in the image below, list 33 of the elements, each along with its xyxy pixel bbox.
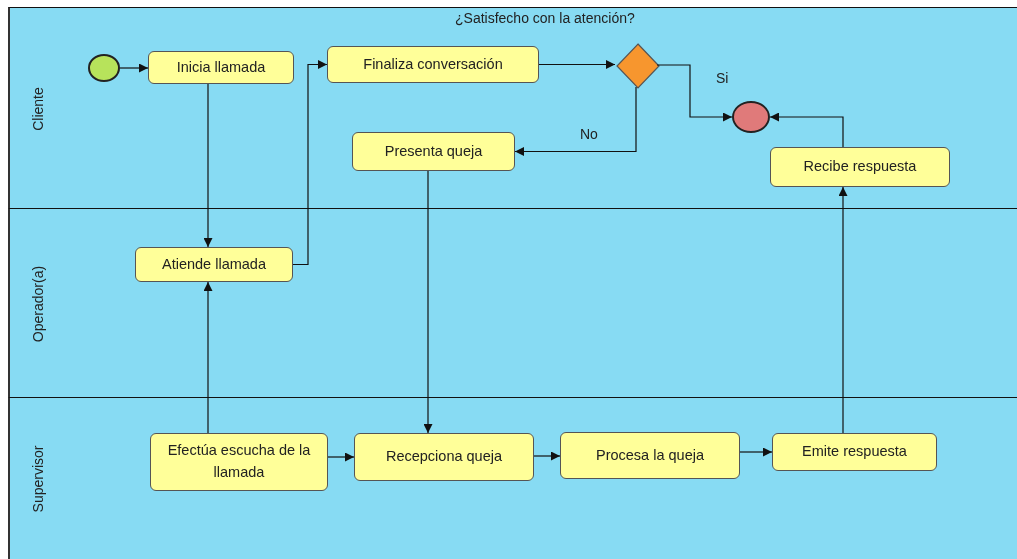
lane-label: Cliente	[30, 86, 46, 131]
task-box: Atiende llamada	[135, 247, 293, 282]
decision-question: ¿Satisfecho con la atención?	[455, 10, 635, 26]
arrow	[423, 170, 433, 434]
start-event-circle	[88, 54, 120, 82]
end-event-circle	[732, 101, 770, 133]
task-box: Recibe respuesta	[770, 147, 950, 187]
arrow	[119, 63, 149, 73]
task-box: Recepciona queja	[354, 433, 534, 481]
edge-label: Si	[714, 70, 731, 86]
lane-label: Operador(a)	[30, 265, 46, 342]
arrow	[769, 112, 844, 148]
arrow	[203, 83, 213, 248]
arrow	[203, 281, 213, 434]
task-box: Efectúa escucha de la llamada	[150, 433, 328, 491]
task-box: Inicia llamada	[148, 51, 294, 84]
arrow	[656, 64, 733, 122]
task-box: Finaliza conversación	[327, 46, 539, 83]
swimlane	[8, 397, 1017, 559]
swimlane	[8, 208, 1017, 398]
task-box: Emite respuesta	[772, 433, 937, 471]
edge-label: No	[578, 126, 600, 142]
arrow	[838, 186, 848, 434]
task-box: Presenta queja	[352, 132, 515, 171]
arrow	[292, 60, 328, 266]
task-box: Procesa la queja	[560, 432, 740, 479]
arrow	[514, 86, 637, 156]
swimlane	[8, 7, 1017, 209]
arrow	[327, 452, 355, 462]
arrow	[533, 451, 561, 461]
arrow	[538, 60, 616, 69]
lane-label: Supervisor	[30, 445, 46, 512]
arrow	[739, 447, 773, 457]
